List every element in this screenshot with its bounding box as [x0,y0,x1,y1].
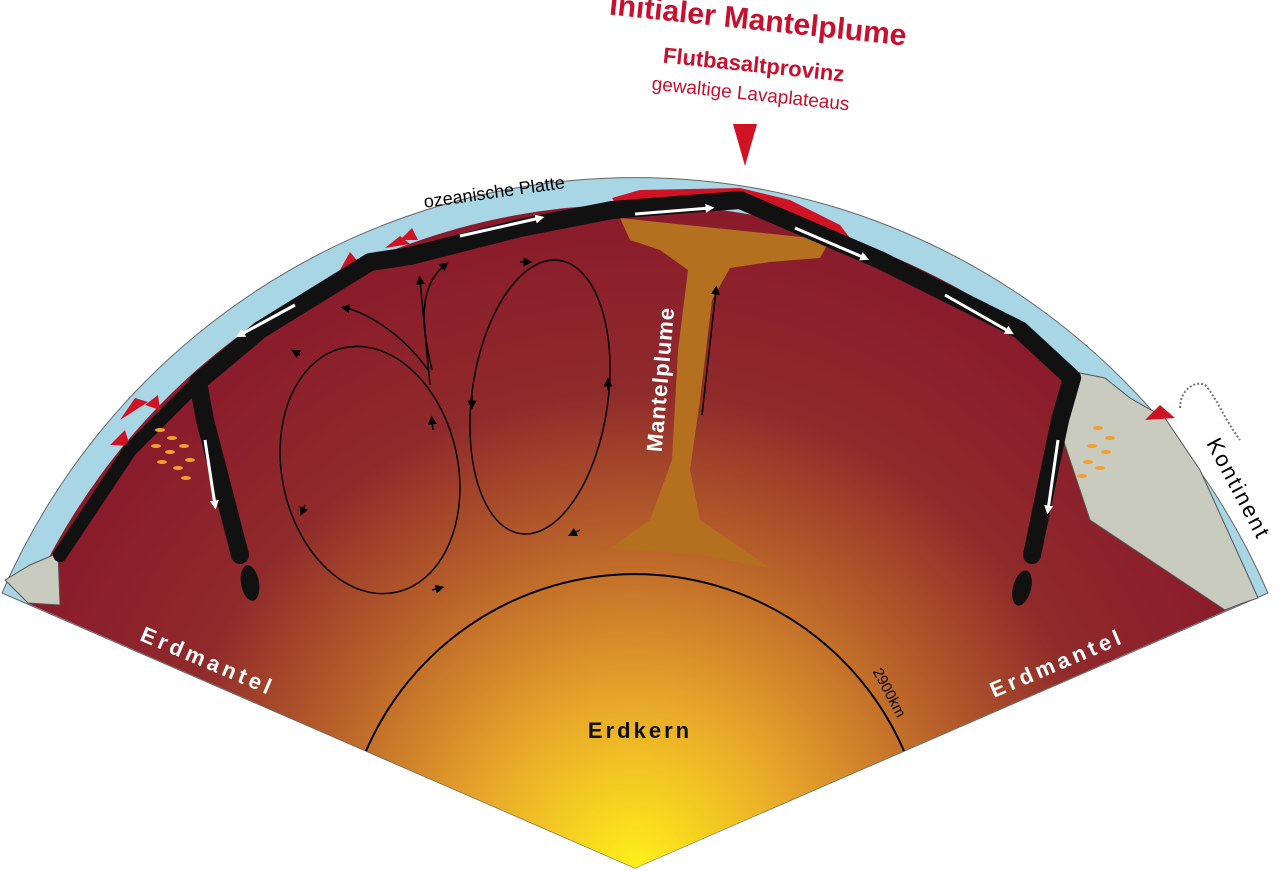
core-boundary [365,573,905,752]
slab-fragment-left [240,565,260,601]
plate-motion-arrows [203,203,1060,515]
slab-left-edge [53,375,205,562]
continent-left [4,552,61,606]
continent-right [1059,371,1259,611]
title-main: Initialer Mantelplume [608,0,908,53]
volcano-ash [1179,382,1241,441]
melt-dots-left [151,428,195,480]
lava-bump-right [1145,405,1175,420]
oceanic-slab [189,191,1081,564]
slab-fragment-right [1012,570,1032,606]
melt-dots-right [1077,426,1115,478]
core-label: Erdkern [588,718,692,743]
convection-cells [279,257,720,595]
mantle-plume [610,218,830,568]
pointer-triangle [733,124,757,166]
